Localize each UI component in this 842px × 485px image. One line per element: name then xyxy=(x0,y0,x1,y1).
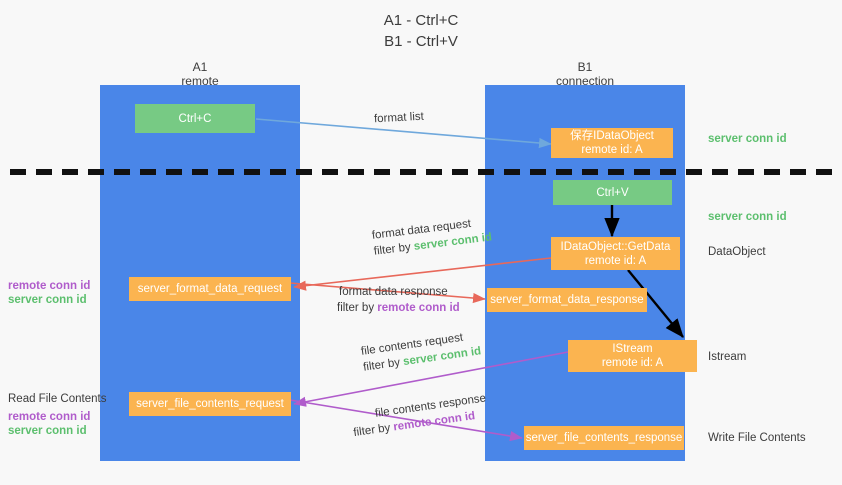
annotation-istream: Istream xyxy=(708,351,747,363)
node-server-file-contents-request[interactable]: server_file_contents_request xyxy=(129,392,291,416)
column-header-b1: B1 connection xyxy=(485,60,685,88)
column-header-a1: A1 remote xyxy=(100,60,300,88)
page-title: A1 - Ctrl+C B1 - Ctrl+V xyxy=(0,10,842,52)
node-server-format-data-response[interactable]: server_format_data_response xyxy=(487,288,647,312)
annotation-read-file-contents: Read File Contents xyxy=(8,393,107,405)
node-server-file-contents-response-label: server_file_contents_response xyxy=(525,432,683,444)
edge-label-file-contents-response-prefix: filter by xyxy=(352,421,395,440)
title-line-1: A1 - Ctrl+C xyxy=(383,12,459,29)
edge-label-file-contents-response: file contents response filter by remote … xyxy=(353,390,489,439)
annotation-group-conn-ids-1: remote conn id server conn id xyxy=(8,279,90,307)
annotation-remote-conn-id-2: remote conn id xyxy=(8,411,91,423)
node-ctrl-v[interactable]: Ctrl+V xyxy=(553,180,672,205)
node-idataobject-getdata[interactable]: IDataObject::GetData remote id: A xyxy=(551,237,680,270)
node-istream-line1: IStream xyxy=(612,343,653,355)
title-line-2: B1 - Ctrl+V xyxy=(384,33,458,50)
annotation-group-read-file-contents: Read File Contents remote conn id server… xyxy=(8,392,106,438)
node-save-idataobject-line1: 保存IDataObject xyxy=(570,130,654,142)
edge-label-format-data-response-value: remote conn id xyxy=(377,302,460,314)
annotation-server-conn-id-2: server conn id xyxy=(708,211,787,223)
edge-label-format-list-text: format list xyxy=(373,110,425,126)
edge-label-format-data-request-prefix: filter by xyxy=(373,240,415,258)
annotation-server-conn-id-1: server conn id xyxy=(708,133,787,145)
node-istream-line2: remote id: A xyxy=(601,357,664,369)
node-server-file-contents-request-label: server_file_contents_request xyxy=(136,398,284,410)
node-ctrl-c-label: Ctrl+C xyxy=(178,112,212,125)
node-save-idataobject-line2: remote id: A xyxy=(581,144,643,156)
column-b1-name: B1 xyxy=(577,60,593,74)
annotation-server-conn-id-3: server conn id xyxy=(8,294,87,306)
edge-label-file-contents-request-prefix: filter by xyxy=(362,356,405,374)
node-istream[interactable]: IStream remote id: A xyxy=(568,340,697,372)
edge-label-file-contents-request: file contents request filter by server c… xyxy=(360,327,482,375)
node-save-idataobject[interactable]: 保存IDataObject remote id: A xyxy=(551,128,673,158)
edge-label-format-data-response-line1: format data response xyxy=(339,286,448,298)
column-a1-sub: remote xyxy=(181,74,219,88)
annotation-remote-conn-id-1: remote conn id xyxy=(8,280,91,292)
node-server-format-data-request[interactable]: server_format_data_request xyxy=(129,277,291,301)
annotation-write-file-contents: Write File Contents xyxy=(708,432,806,444)
node-idataobject-getdata-line1: IDataObject::GetData xyxy=(560,240,671,253)
edge-label-format-data-response: format data response filter by remote co… xyxy=(337,284,460,316)
node-server-format-data-response-label: server_format_data_response xyxy=(490,294,644,306)
node-server-format-data-request-label: server_format_data_request xyxy=(137,283,283,295)
edge-label-format-data-response-prefix: filter by xyxy=(337,302,378,314)
node-ctrl-v-label: Ctrl+V xyxy=(596,186,629,199)
edge-label-format-list: format list xyxy=(374,109,425,128)
node-idataobject-getdata-line2: remote id: A xyxy=(584,254,647,267)
node-ctrl-c[interactable]: Ctrl+C xyxy=(135,104,255,133)
node-server-file-contents-response[interactable]: server_file_contents_response xyxy=(524,426,684,450)
column-b1-sub: connection xyxy=(555,74,615,88)
annotation-dataobject: DataObject xyxy=(708,246,766,258)
annotation-server-conn-id-4: server conn id xyxy=(8,425,87,437)
edge-label-format-data-request: format data request filter by server con… xyxy=(371,214,493,260)
column-a1-name: A1 xyxy=(192,60,208,74)
